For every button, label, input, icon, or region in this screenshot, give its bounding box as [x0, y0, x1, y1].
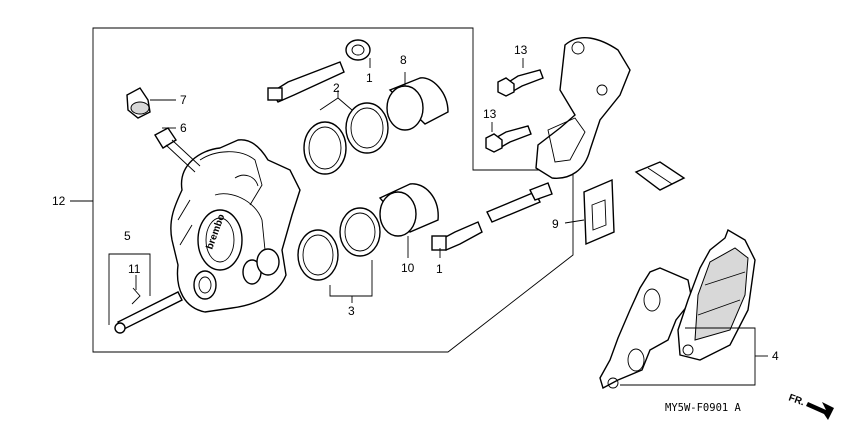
bracket-5 — [108, 253, 151, 325]
callout-5: 5 — [124, 229, 131, 243]
front-direction-label: FR. — [787, 392, 806, 408]
callout-9: 9 — [552, 217, 559, 231]
callout-6: 6 — [180, 121, 187, 135]
callout-2: 2 — [333, 81, 340, 95]
bracket-4 — [620, 327, 756, 386]
callout-3: 3 — [348, 304, 355, 318]
slide-pin-boot — [345, 39, 371, 61]
bracket-2 — [319, 97, 353, 111]
callout-8: 8 — [400, 53, 407, 67]
bracket-3 — [329, 260, 373, 297]
slide-sleeve — [486, 182, 553, 223]
piston-seals-upper — [303, 102, 389, 175]
bleeder-cap — [126, 87, 151, 119]
front-direction-arrow — [806, 402, 834, 420]
bleeder-screw — [154, 127, 201, 173]
piston-seals-lower — [297, 207, 381, 281]
callout-7: 7 — [180, 93, 187, 107]
callout-10: 10 — [401, 261, 415, 275]
callout-13-upper: 13 — [514, 43, 528, 57]
caliper-bracket — [535, 37, 631, 179]
bracket-bolt-lower — [485, 125, 532, 153]
callout-1-lower: 1 — [436, 262, 443, 276]
piston-lower — [378, 183, 439, 258]
slide-pin-upper — [267, 61, 345, 103]
callout-1-upper: 1 — [366, 71, 373, 85]
diagram-code: MY5W-F0901 A — [665, 402, 742, 414]
callout-11: 11 — [128, 262, 141, 276]
callout-13-lower: 13 — [483, 107, 497, 121]
leader-9 — [564, 219, 585, 224]
bracket-bolt-upper — [497, 69, 544, 97]
caliper-body: brembo — [170, 139, 301, 313]
callout-4: 4 — [772, 349, 779, 363]
callout-12: 12 — [52, 194, 66, 208]
assembly-boundary — [92, 27, 574, 353]
pad-shim — [634, 161, 686, 191]
slide-pin-lower — [431, 221, 483, 251]
brake-pad-rear — [599, 267, 693, 390]
brake-pad-front — [677, 228, 756, 361]
piston-upper — [386, 72, 449, 131]
pad-pin — [114, 287, 183, 334]
pad-spring — [583, 178, 615, 246]
